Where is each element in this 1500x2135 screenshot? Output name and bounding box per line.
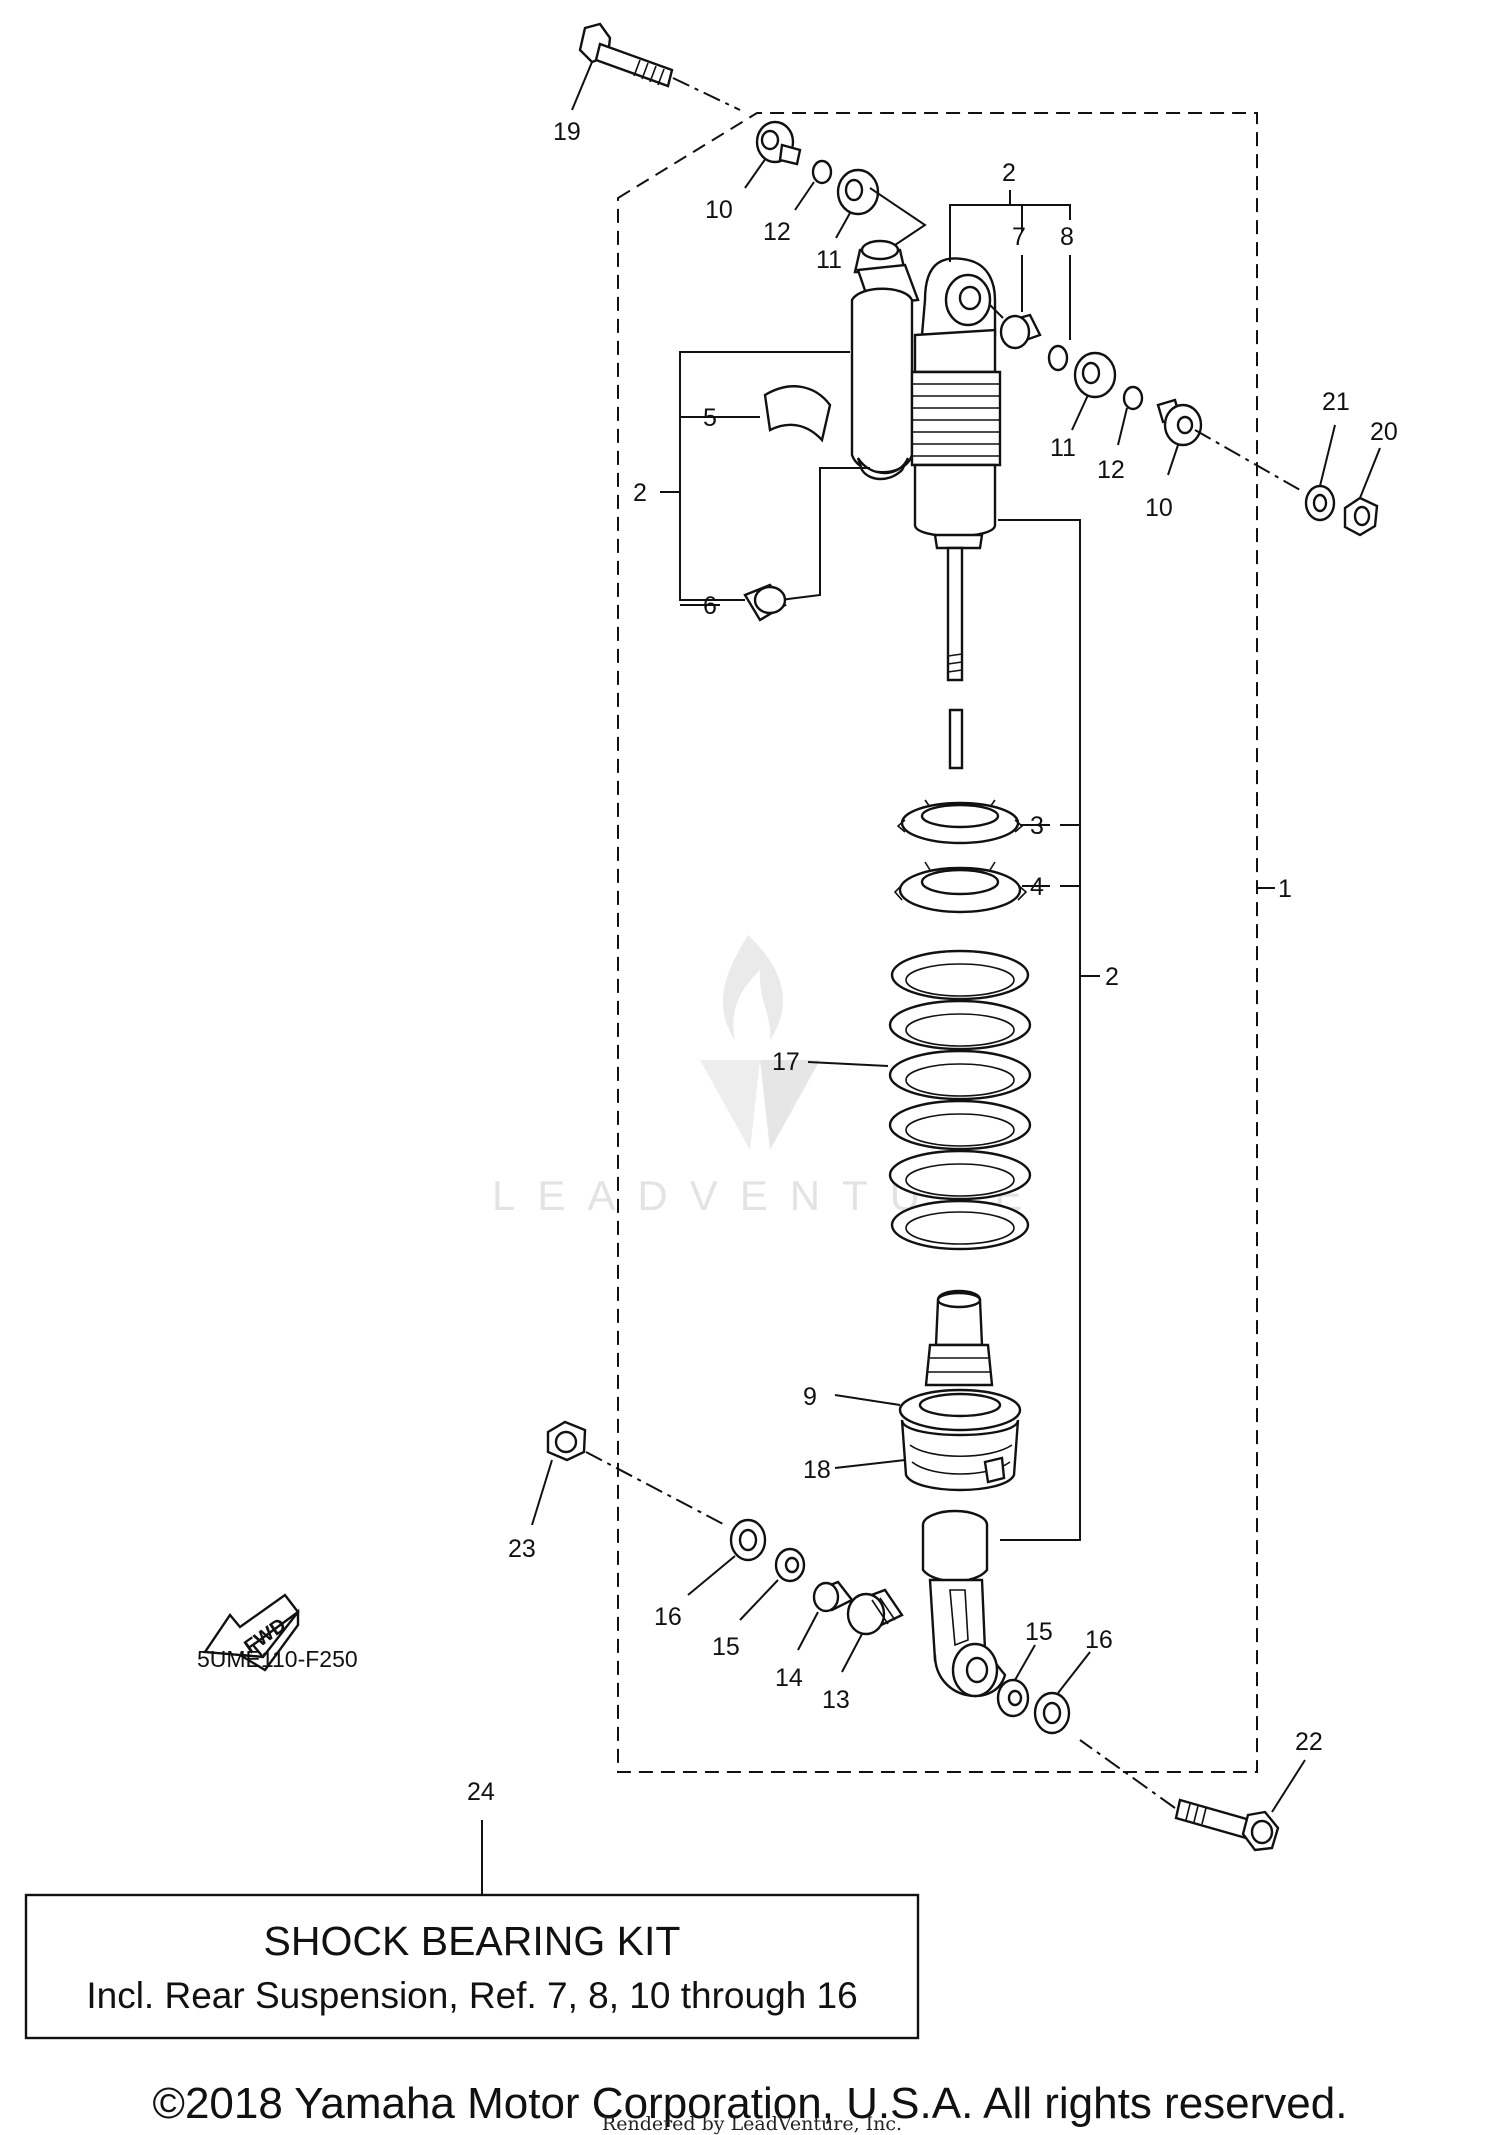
kit-title: SHOCK BEARING KIT xyxy=(264,1918,681,1964)
piston-rod xyxy=(946,546,964,770)
callout-9: 9 xyxy=(803,1383,817,1411)
callout-2-left: 2 xyxy=(633,479,647,507)
collar-14 xyxy=(812,1580,854,1613)
callout-4: 4 xyxy=(1030,873,1044,901)
o-ring-right xyxy=(1122,385,1144,411)
callout-24: 24 xyxy=(467,1778,495,1806)
callout-11-top: 11 xyxy=(816,246,842,274)
kit-box xyxy=(24,1893,920,2040)
callout-7: 7 xyxy=(1012,223,1026,251)
assembly-boundary xyxy=(617,112,1258,1773)
bearing-13 xyxy=(846,1588,904,1636)
clip-8 xyxy=(1047,344,1069,372)
rendered-by-credit: Rendered by LeadVenture, Inc. xyxy=(602,2113,902,2135)
copyright-notice: ©2018 Yamaha Motor Corporation, U.S.A. A… xyxy=(153,2079,1348,2128)
adjuster-cap xyxy=(743,583,787,622)
shock-body xyxy=(910,257,1002,550)
callout-21: 21 xyxy=(1322,388,1350,416)
callout-5: 5 xyxy=(703,404,717,432)
callout-18: 18 xyxy=(803,1456,831,1484)
callout-16-right: 16 xyxy=(1085,1626,1113,1654)
lower-clevis xyxy=(921,1509,1007,1698)
spring-guide-18 xyxy=(900,1419,1020,1492)
callout-15-left: 15 xyxy=(712,1633,740,1661)
spacer-15-right xyxy=(996,1678,1030,1718)
collar-7 xyxy=(999,313,1042,350)
callout-3: 3 xyxy=(1030,812,1044,840)
kit-description: Incl. Rear Suspension, Ref. 7, 8, 10 thr… xyxy=(86,1975,857,2016)
callout-1: 1 xyxy=(1278,875,1292,903)
callout-14: 14 xyxy=(775,1664,803,1692)
callout-22: 22 xyxy=(1295,1728,1323,1756)
callout-10-right: 10 xyxy=(1145,494,1173,522)
callout-23: 23 xyxy=(508,1535,536,1563)
coil-spring xyxy=(888,949,1032,1251)
collar-right xyxy=(1156,398,1203,447)
callout-11-right: 11 xyxy=(1050,434,1076,462)
lock-nut-3 xyxy=(896,799,1024,845)
nut-20 xyxy=(1343,496,1379,537)
callout-12-right: 12 xyxy=(1097,456,1125,484)
collar-top xyxy=(755,120,802,166)
callout-19: 19 xyxy=(553,118,581,146)
o-ring-top xyxy=(811,159,833,185)
shock-reservoir xyxy=(850,239,920,481)
spring-adjuster-4 xyxy=(893,861,1028,914)
seal-16-left xyxy=(729,1518,767,1562)
callout-10-top: 10 xyxy=(705,196,733,224)
callout-16-left: 16 xyxy=(654,1603,682,1631)
spring-seat-9 xyxy=(898,1388,1022,1432)
callout-6: 6 xyxy=(703,592,717,620)
washer-21 xyxy=(1304,484,1336,522)
nut-23 xyxy=(546,1420,587,1462)
callout-8: 8 xyxy=(1060,223,1074,251)
callout-17: 17 xyxy=(772,1048,800,1076)
watermark-logo xyxy=(700,935,820,1150)
bump-stop xyxy=(924,1289,994,1387)
bushing-top xyxy=(836,168,880,216)
callout-2-top: 2 xyxy=(1002,159,1016,187)
callout-20: 20 xyxy=(1370,418,1398,446)
seal-16-right xyxy=(1033,1691,1071,1735)
drawing-code: 5UME110-F250 xyxy=(197,1646,358,1672)
upper-bolt xyxy=(578,22,674,88)
spacer-15-left xyxy=(774,1547,806,1583)
callout-2-right: 2 xyxy=(1105,963,1119,991)
callout-12-top: 12 xyxy=(763,218,791,246)
lower-bolt xyxy=(1174,1798,1280,1852)
callout-15-right: 15 xyxy=(1025,1618,1053,1646)
callout-13: 13 xyxy=(822,1686,850,1714)
bushing-right xyxy=(1073,351,1117,399)
reservoir-band xyxy=(763,385,832,443)
